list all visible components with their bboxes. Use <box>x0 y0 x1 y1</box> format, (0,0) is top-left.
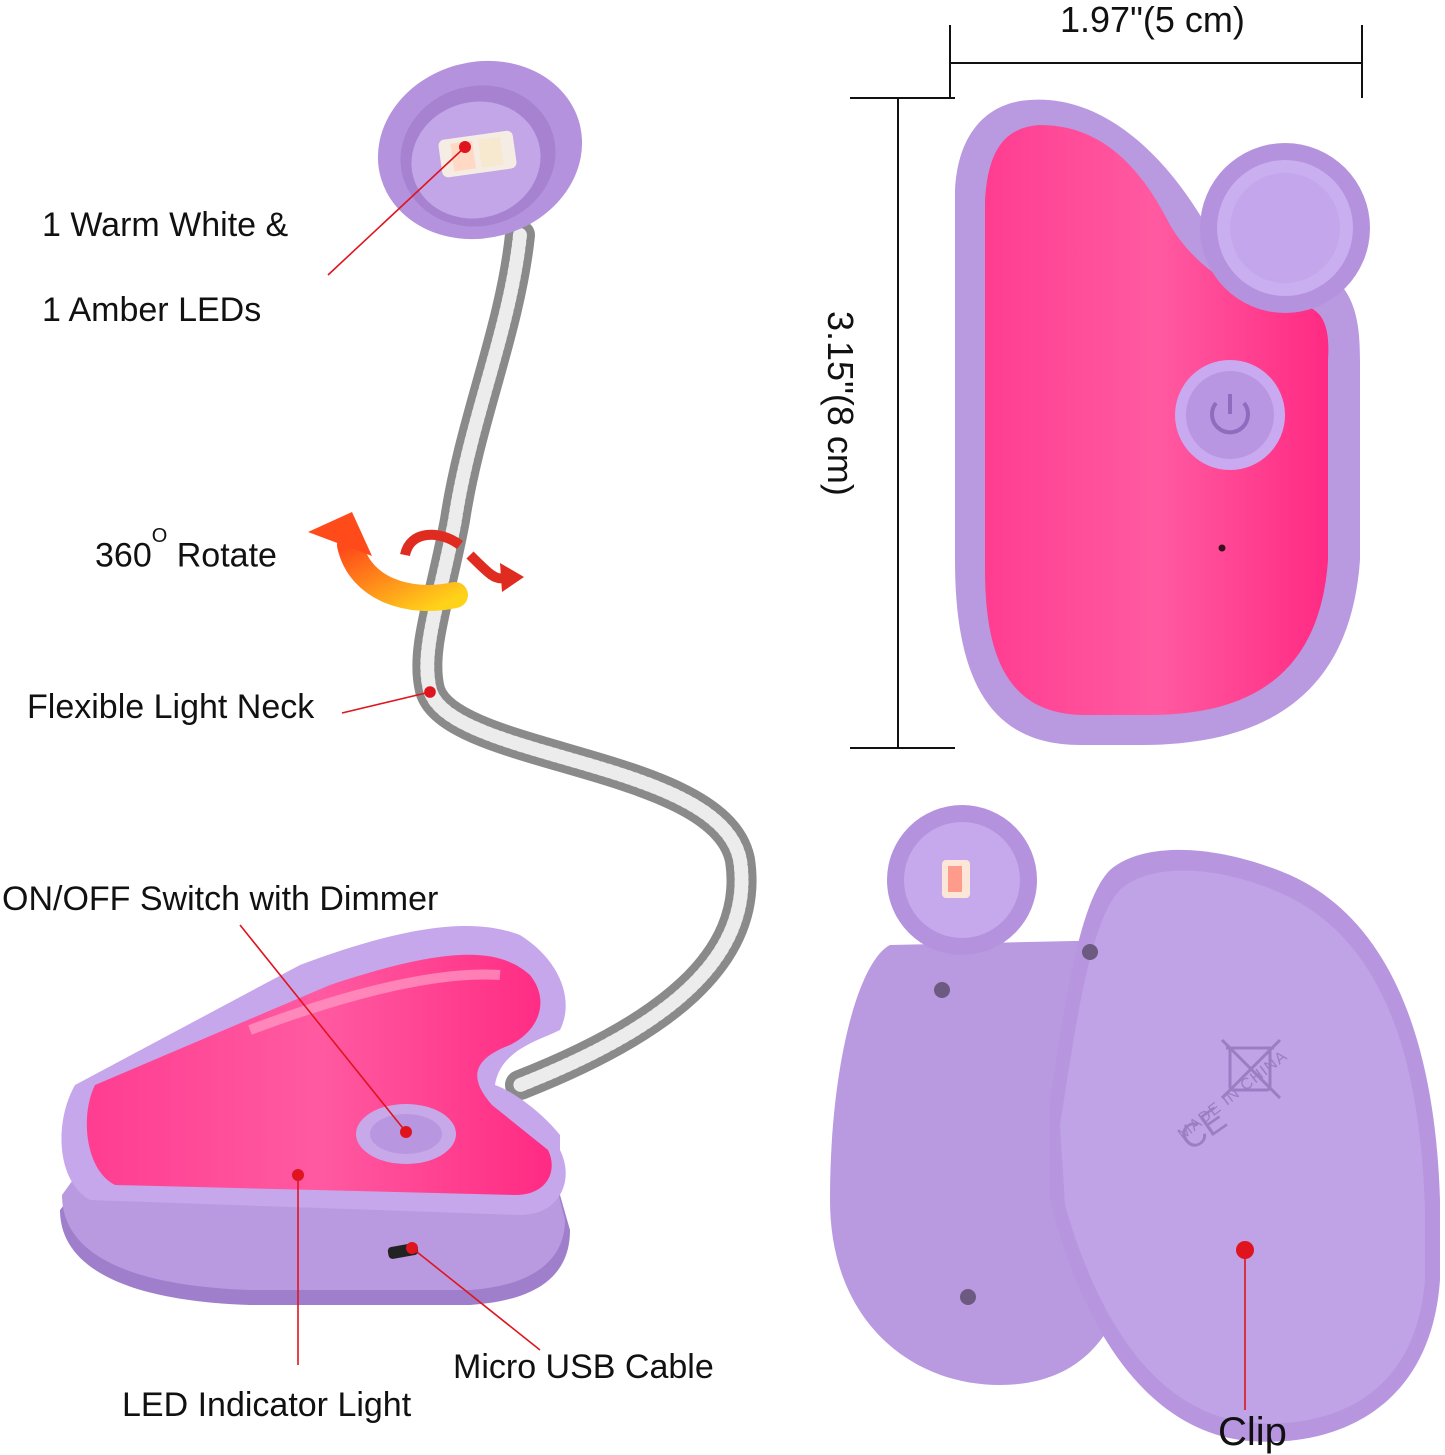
recycle-bin-icon <box>1220 1038 1282 1100</box>
rotate-number: 360 <box>95 536 152 575</box>
leader-lines <box>239 146 541 1365</box>
switch-label: ON/OFF Switch with Dimmer <box>2 880 439 918</box>
degree-symbol: O <box>151 525 168 547</box>
power-icon <box>1210 394 1250 435</box>
lamp-body <box>60 926 570 1305</box>
flexible-neck <box>412 220 757 1100</box>
dimension-lines <box>850 25 1363 749</box>
leds-label-line1: 1 Warm White & <box>42 206 289 244</box>
clip-label: Clip <box>1218 1410 1287 1454</box>
height-dimension: 3.15"(8 cm) <box>820 311 861 496</box>
neck-label: Flexible Light Neck <box>27 688 315 726</box>
rotate-label: 360O Rotate <box>95 526 277 575</box>
indicator-label: LED Indicator Light <box>122 1386 412 1424</box>
rotate-text: Rotate <box>176 536 277 575</box>
rotate-arrow-icon <box>308 512 524 611</box>
back-view <box>830 805 1440 1442</box>
leds-label-line2: 1 Amber LEDs <box>42 291 262 329</box>
width-dimension: 1.97"(5 cm) <box>1060 0 1245 40</box>
lamp-head <box>377 60 583 240</box>
front-view <box>955 99 1370 746</box>
usb-label: Micro USB Cable <box>453 1348 714 1386</box>
